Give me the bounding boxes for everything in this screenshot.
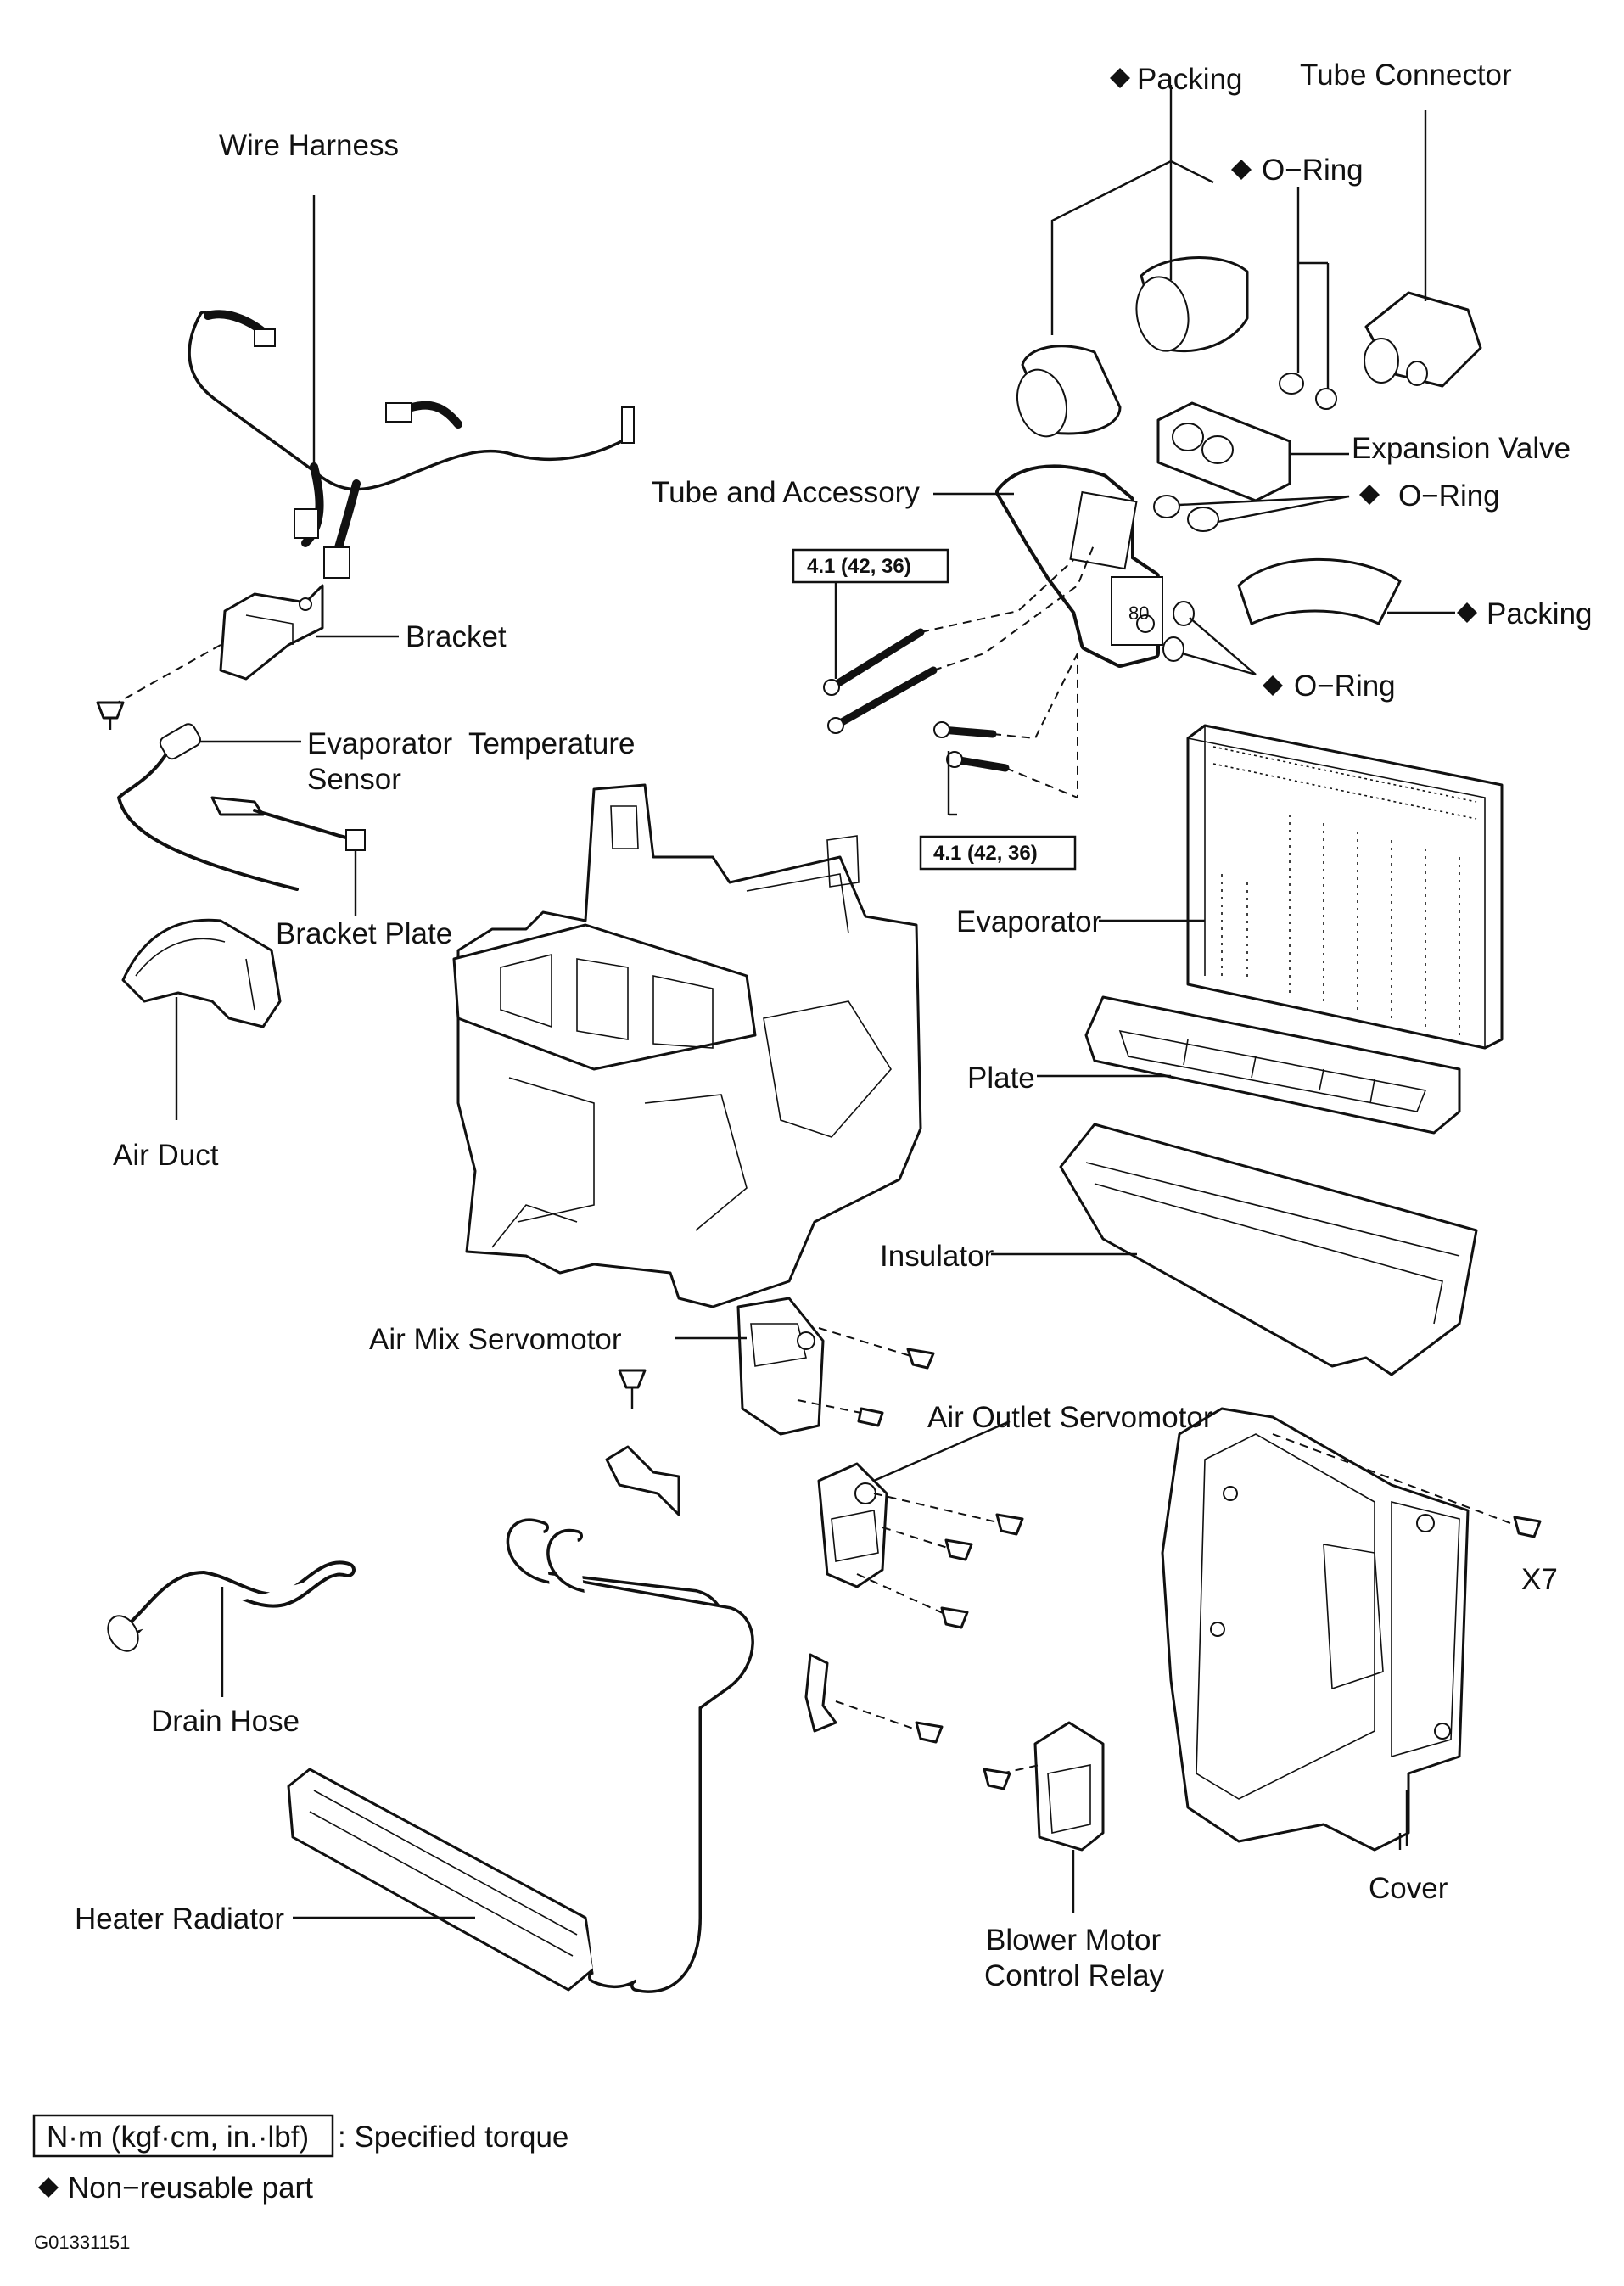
evaporator-temperature-sensor-illustration bbox=[117, 723, 301, 891]
drain-hose-illustration bbox=[107, 1560, 356, 1697]
torque-spec-lower: 4.1 (42, 36) bbox=[919, 835, 1077, 871]
air-outlet-servomotor-illustration bbox=[817, 1420, 1024, 1629]
non-reusable-diamond-icon bbox=[1457, 602, 1477, 623]
heater-radiator-illustration bbox=[287, 1518, 754, 1993]
clip-illustration bbox=[804, 1653, 944, 1744]
label-air-outlet-servomotor: Air Outlet Servomotor bbox=[927, 1401, 1213, 1434]
non-reusable-diamond-icon bbox=[38, 2177, 59, 2198]
cover-illustration bbox=[1161, 1407, 1542, 1852]
label-expansion-valve: Expansion Valve bbox=[1352, 432, 1571, 465]
label-insulator: Insulator bbox=[880, 1240, 994, 1273]
evaporator-illustration bbox=[1099, 724, 1504, 1050]
label-drain-hose: Drain Hose bbox=[151, 1705, 300, 1738]
blower-relay-illustration bbox=[983, 1721, 1105, 1913]
label-packing-right: Packing bbox=[1487, 597, 1593, 630]
labels: Wire Harness Packing Tube Connector O−Ri… bbox=[75, 59, 1593, 1992]
expansion-valve-illustration bbox=[1156, 401, 1349, 502]
label-x7: X7 bbox=[1521, 1563, 1558, 1596]
torque-value-lower: 4.1 (42, 36) bbox=[933, 842, 1038, 865]
air-duct-illustration bbox=[121, 918, 282, 1120]
label-air-duct: Air Duct bbox=[113, 1139, 219, 1172]
non-reusable-diamond-icon bbox=[1359, 485, 1380, 505]
label-o-ring-top: O−Ring bbox=[1262, 154, 1364, 187]
label-heater-radiator: Heater Radiator bbox=[75, 1902, 284, 1936]
bracket-illustration bbox=[96, 584, 399, 730]
long-bolts-illustration bbox=[823, 542, 1095, 734]
label-cover: Cover bbox=[1369, 1872, 1448, 1905]
label-air-mix-servomotor: Air Mix Servomotor bbox=[369, 1323, 622, 1356]
label-o-ring-lower: O−Ring bbox=[1294, 670, 1396, 703]
tube-and-accessory-illustration: 80 bbox=[933, 464, 1163, 668]
label-plate: Plate bbox=[967, 1062, 1035, 1095]
legend: N·m (kgf·cm, in.·lbf) : Specified torque… bbox=[32, 2114, 568, 2253]
svg-text:80: 80 bbox=[1128, 602, 1149, 624]
label-blower-relay-2: Control Relay bbox=[984, 1959, 1165, 1992]
label-packing-top: Packing bbox=[1137, 63, 1243, 96]
non-reusable-diamond-icon bbox=[1231, 160, 1252, 180]
o-ring-top-illustration bbox=[1279, 187, 1337, 410]
legend-non-reusable-desc: Non−reusable part bbox=[68, 2171, 313, 2205]
packing-right-illustration bbox=[1237, 557, 1455, 625]
diagram-code: G01331151 bbox=[34, 2232, 130, 2253]
label-evap-temp-sensor-2: Sensor bbox=[307, 763, 401, 796]
label-evaporator: Evaporator bbox=[956, 905, 1102, 938]
plate-illustration bbox=[1037, 995, 1461, 1135]
torque-value-upper: 4.1 (42, 36) bbox=[807, 555, 911, 578]
o-ring-mid-illustration bbox=[1153, 495, 1350, 532]
wire-harness-illustration bbox=[188, 195, 635, 579]
non-reusable-diamond-icon bbox=[1263, 675, 1283, 696]
short-bolts-illustration bbox=[933, 653, 1078, 816]
label-wire-harness: Wire Harness bbox=[219, 129, 399, 162]
legend-unit-box bbox=[32, 2114, 334, 2158]
air-mix-servomotor-illustration bbox=[605, 1297, 935, 1516]
label-blower-relay-1: Blower Motor bbox=[986, 1924, 1162, 1957]
bracket-plate-illustration bbox=[210, 796, 366, 916]
packing-top-illustration bbox=[1016, 85, 1249, 438]
heater-case-illustration bbox=[452, 783, 922, 1308]
non-reusable-diamond-icon bbox=[1110, 68, 1130, 88]
insulator-illustration bbox=[991, 1123, 1478, 1376]
label-o-ring-mid: O−Ring bbox=[1398, 479, 1500, 513]
label-tube-connector: Tube Connector bbox=[1300, 59, 1512, 92]
o-ring-lower-illustration bbox=[1162, 601, 1257, 676]
legend-unit-text: N·m (kgf·cm, in.·lbf) bbox=[47, 2121, 309, 2154]
label-bracket: Bracket bbox=[406, 620, 507, 653]
label-bracket-plate: Bracket Plate bbox=[276, 917, 452, 950]
label-tube-and-accessory: Tube and Accessory bbox=[652, 476, 920, 509]
legend-unit-desc: : Specified torque bbox=[338, 2121, 568, 2154]
torque-spec-upper: 4.1 (42, 36) bbox=[792, 548, 949, 584]
label-evap-temp-sensor-1: Evaporator Temperature bbox=[307, 727, 636, 760]
tube-connector-illustration bbox=[1364, 110, 1482, 388]
